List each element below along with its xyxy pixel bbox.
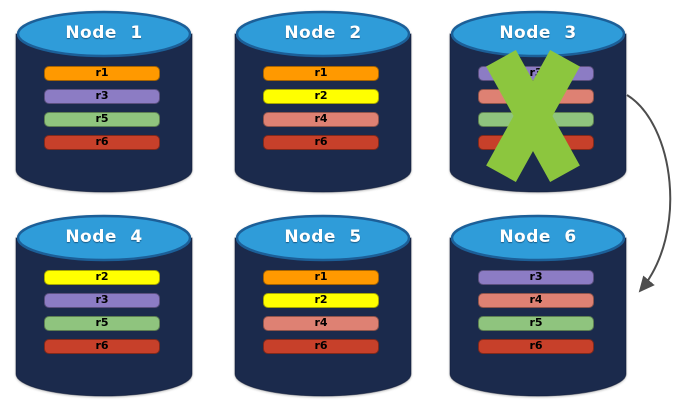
replica-bar-r5: r5 bbox=[478, 112, 594, 127]
node-title: Node 5 bbox=[284, 227, 362, 247]
replica-bar-r5: r5 bbox=[478, 316, 594, 331]
replica-bar-r3: r3 bbox=[478, 270, 594, 285]
replica-bar-r1: r1 bbox=[263, 66, 379, 81]
node-title: Node 3 bbox=[499, 23, 577, 43]
replica-bar-r1: r1 bbox=[263, 270, 379, 285]
replica-bar-r3: r3 bbox=[44, 89, 160, 104]
replica-bar-r6: r6 bbox=[478, 135, 594, 150]
replica-bar-r6: r6 bbox=[263, 339, 379, 354]
replica-bar-r1: r1 bbox=[44, 66, 160, 81]
replica-bar-r4: r4 bbox=[263, 316, 379, 331]
replica-bar-r6: r6 bbox=[44, 135, 160, 150]
replica-bar-r6: r6 bbox=[44, 339, 160, 354]
node-6: Node 6 r3 r4 r5 r6 bbox=[448, 210, 628, 402]
node-2: Node 2 r1 r2 r4 r6 bbox=[233, 6, 413, 198]
replica-bar-r3: r3 bbox=[478, 66, 594, 81]
replica-bar-r2: r2 bbox=[44, 270, 160, 285]
node-5: Node 5 r1 r2 r4 r6 bbox=[233, 210, 413, 402]
replica-bar-r4: r4 bbox=[263, 112, 379, 127]
replica-bar-r5: r5 bbox=[44, 112, 160, 127]
replica-bar-r6: r6 bbox=[478, 339, 594, 354]
node-1: Node 1 r1 r3 r5 r6 bbox=[14, 6, 194, 198]
node-title: Node 6 bbox=[499, 227, 577, 247]
node-title: Node 4 bbox=[65, 227, 143, 247]
replica-bar-r4: r4 bbox=[478, 89, 594, 104]
node-3: Node 3 r3 r4 r5 r6 bbox=[448, 6, 628, 198]
replica-bar-r2: r2 bbox=[263, 293, 379, 308]
replica-bar-r5: r5 bbox=[44, 316, 160, 331]
node-4: Node 4 r2 r3 r5 r6 bbox=[14, 210, 194, 402]
node-title: Node 1 bbox=[65, 23, 143, 43]
replica-bar-r3: r3 bbox=[44, 293, 160, 308]
replica-bar-r6: r6 bbox=[263, 135, 379, 150]
replica-bar-r2: r2 bbox=[263, 89, 379, 104]
replica-bar-r4: r4 bbox=[478, 293, 594, 308]
node-title: Node 2 bbox=[284, 23, 362, 43]
